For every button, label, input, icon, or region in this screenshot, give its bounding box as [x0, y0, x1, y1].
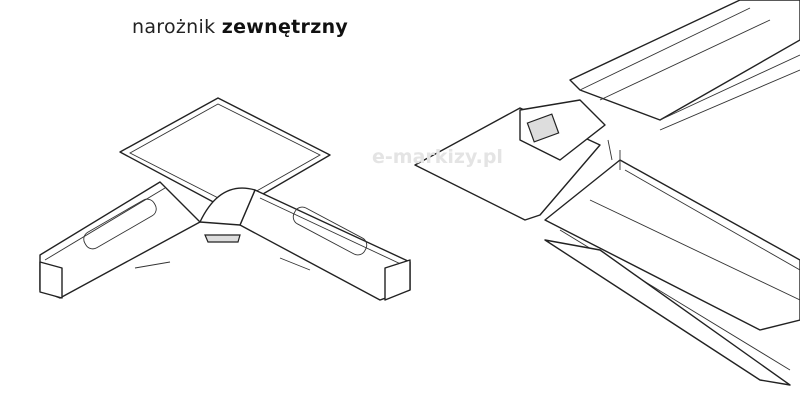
- diagram-title: narożnik zewnętrzny: [132, 16, 348, 38]
- title-normal: narożnik: [132, 16, 222, 38]
- title-bold: zewnętrzny: [221, 16, 349, 38]
- external-corner-left-view: [39, 97, 411, 301]
- external-corner-installed-view: [414, 0, 800, 386]
- watermark: e-markizy.pl: [372, 146, 503, 168]
